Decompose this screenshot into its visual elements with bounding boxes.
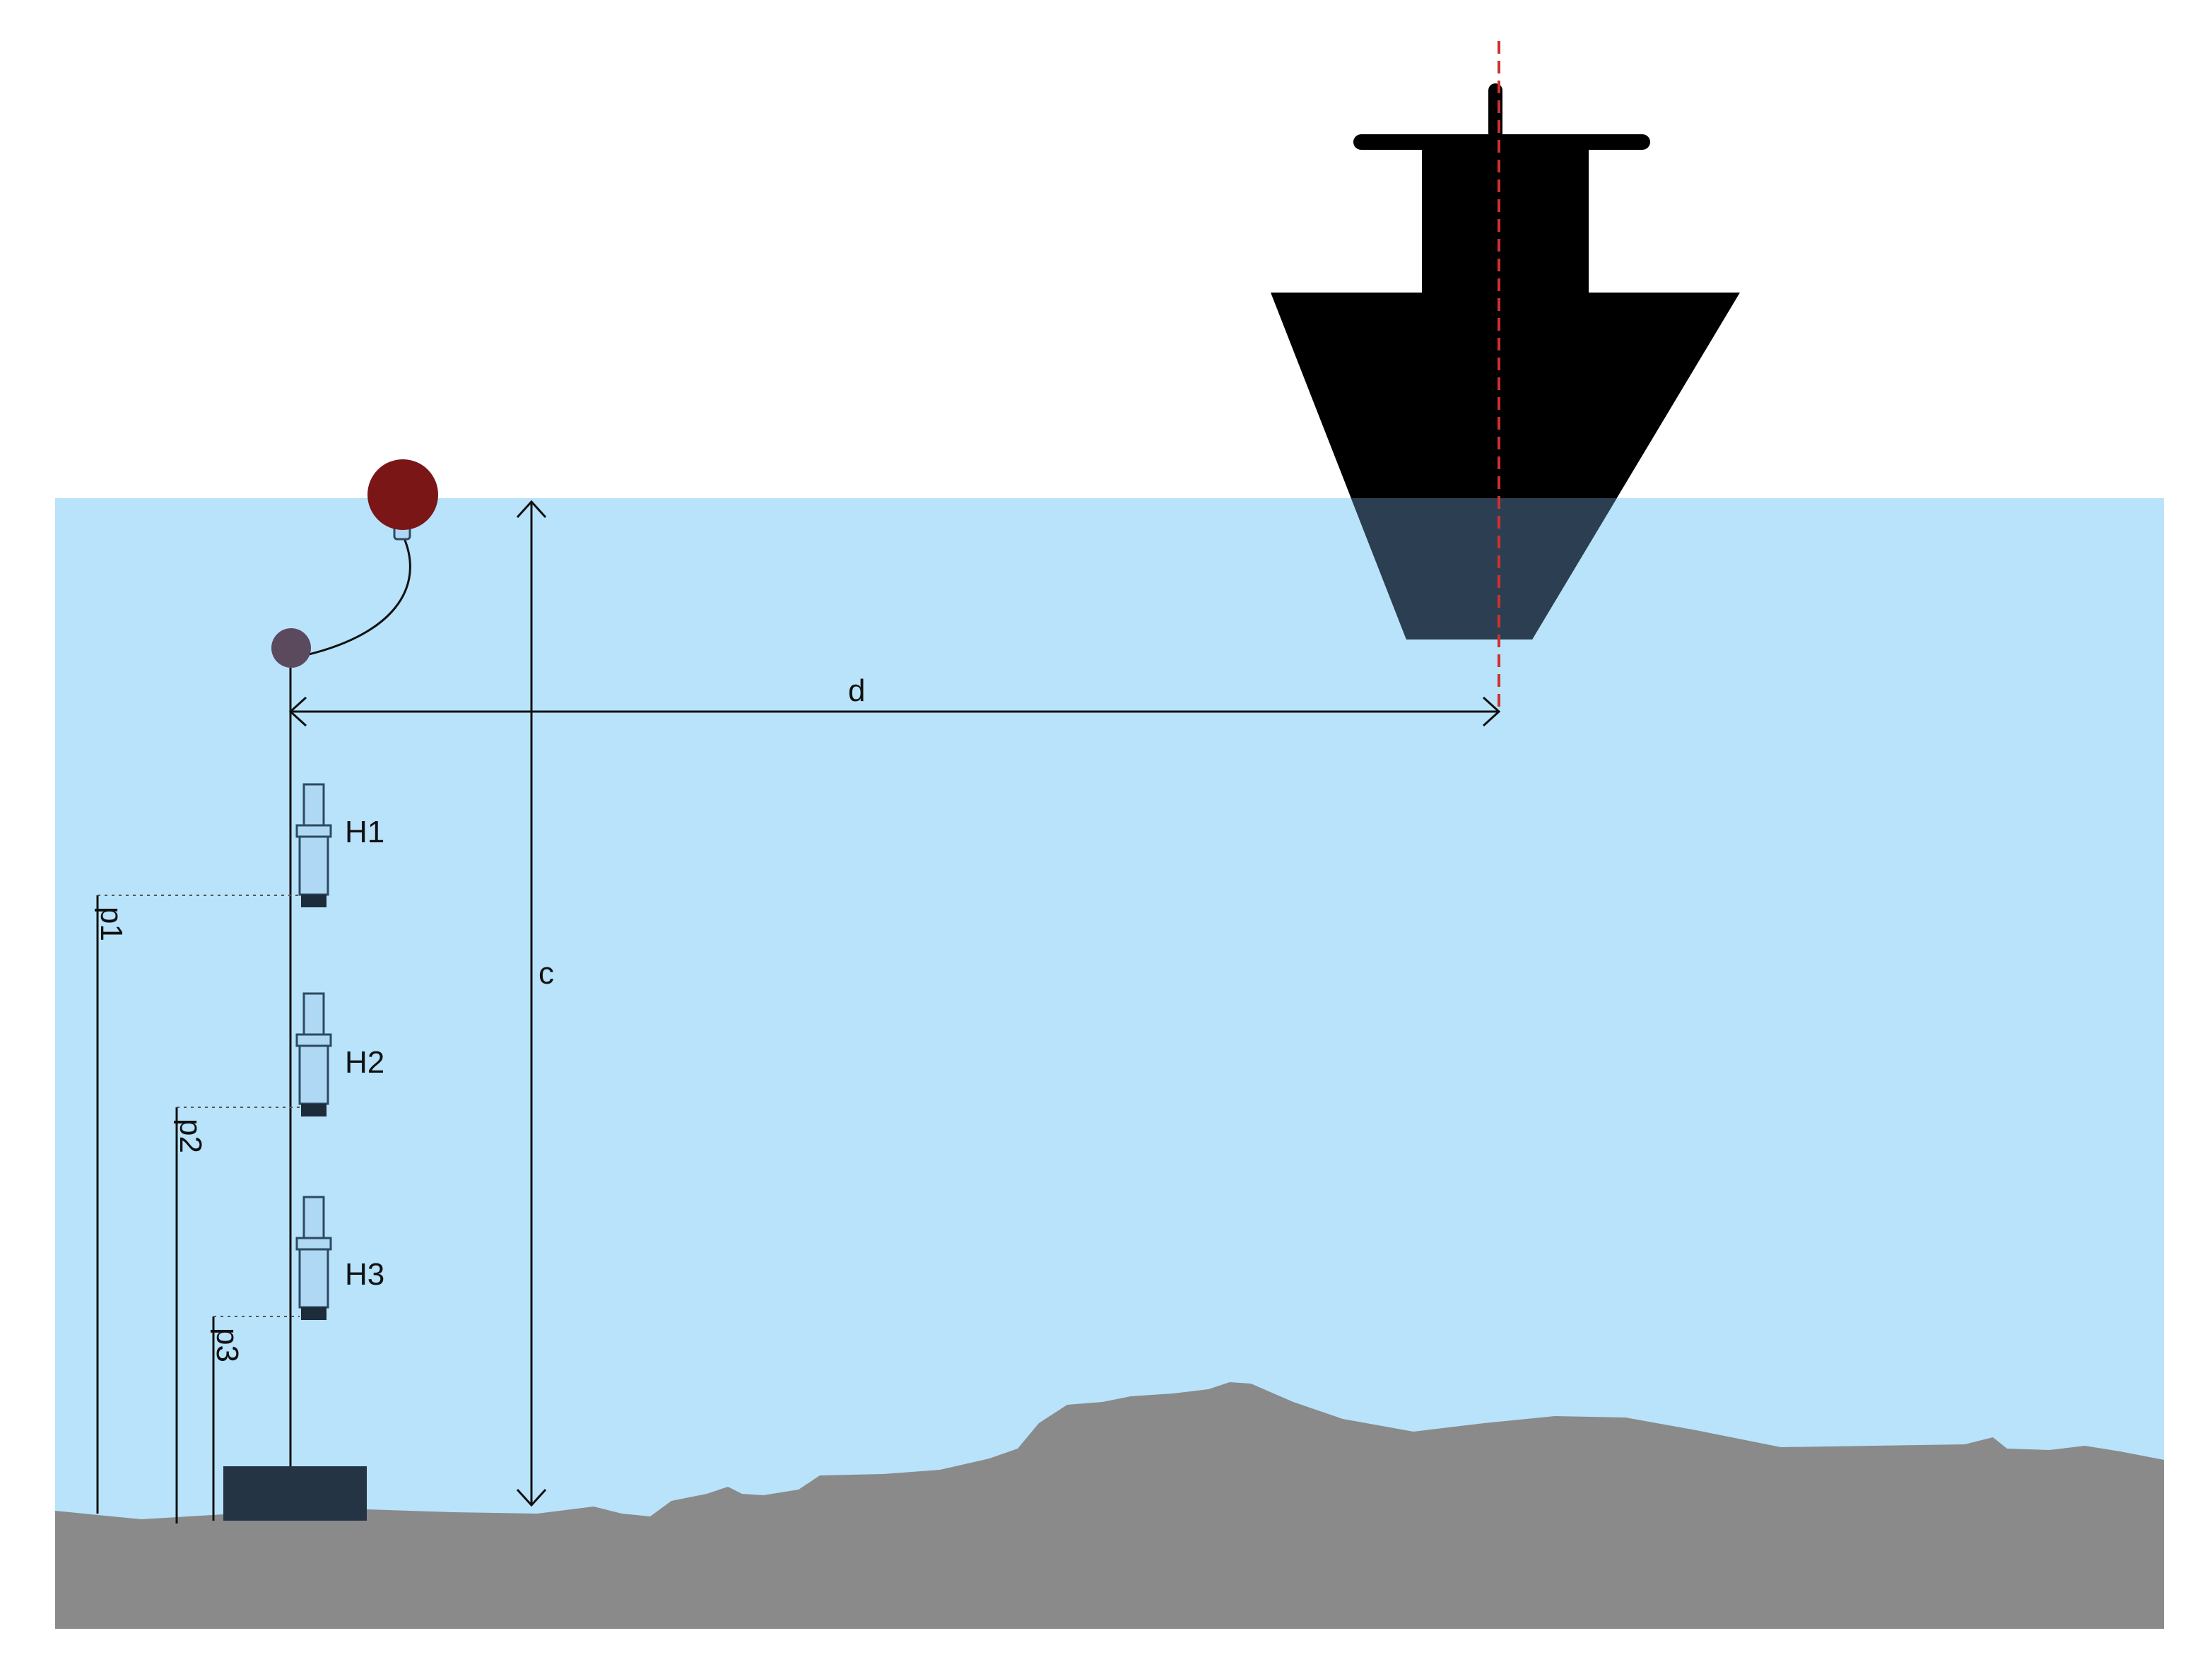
depth-marker-p3 xyxy=(212,1316,300,1521)
depth-label-p1: p1 xyxy=(94,907,129,941)
float-icon xyxy=(271,628,311,668)
seabed xyxy=(55,1382,2164,1629)
depth-label-p3: p3 xyxy=(210,1328,245,1362)
ship-bow-silhouette-icon xyxy=(1271,83,1740,640)
hydrophone-label-h3: H3 xyxy=(345,1257,384,1292)
depth-marker-p1 xyxy=(96,895,300,1514)
depth-label-p2: p2 xyxy=(173,1119,208,1153)
water-depth-label: c xyxy=(539,956,554,991)
buoy-icon xyxy=(367,459,438,530)
water-depth-dimension xyxy=(516,500,547,1507)
hydrophone-label-h2: H2 xyxy=(345,1045,384,1080)
distance-dimension xyxy=(288,696,1501,727)
hydrophone-label-h1: H1 xyxy=(345,815,384,849)
distance-label: d xyxy=(848,673,865,708)
depth-marker-p2 xyxy=(175,1107,300,1524)
anchor-weight-icon xyxy=(223,1466,367,1521)
buoy-tether xyxy=(296,538,411,659)
